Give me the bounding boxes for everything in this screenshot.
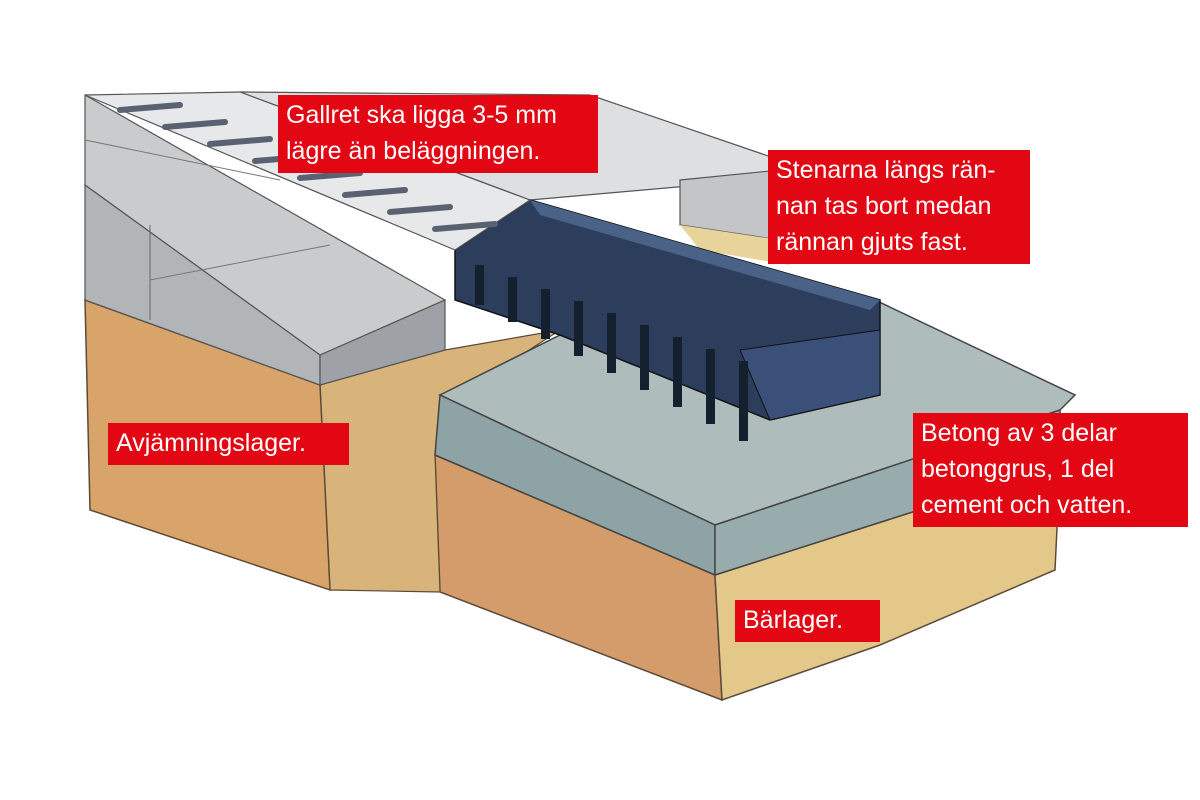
channel-inner-wall bbox=[530, 200, 880, 310]
channel-rib bbox=[541, 289, 550, 339]
paver-joint bbox=[149, 244, 331, 281]
channel-rib bbox=[706, 349, 715, 424]
channel-ribs bbox=[475, 265, 748, 441]
channel-rib bbox=[475, 265, 484, 305]
grating-slot bbox=[117, 102, 183, 113]
grating-slot bbox=[207, 136, 273, 147]
paver-joint bbox=[84, 139, 281, 181]
grating-slots bbox=[117, 102, 498, 232]
label-base-layer: Bärlager. bbox=[735, 600, 880, 642]
channel-rib bbox=[739, 361, 748, 441]
label-grating: Gallret ska ligga 3-5 mm lägre än belägg… bbox=[278, 95, 598, 173]
left-pavers-side bbox=[319, 299, 446, 386]
channel-rib bbox=[574, 301, 583, 356]
right-sand bbox=[680, 225, 790, 265]
label-leveling-layer: Avjämningslager. bbox=[108, 423, 349, 465]
drainage-channel bbox=[454, 199, 881, 441]
label-concrete: Betong av 3 delar betonggrus, 1 del ceme… bbox=[913, 413, 1188, 527]
label-stones: Stenarna längs rän- nan tas bort medan r… bbox=[768, 150, 1030, 264]
channel-flange bbox=[739, 329, 881, 421]
channel-rib bbox=[508, 277, 517, 322]
grating-slot bbox=[387, 204, 453, 215]
grating-slot bbox=[432, 221, 498, 232]
channel-rib bbox=[607, 313, 616, 373]
grating-slot bbox=[342, 187, 408, 198]
grating-slot bbox=[297, 170, 363, 181]
channel-rib bbox=[673, 337, 682, 407]
grating-slot bbox=[162, 119, 228, 130]
channel-rib bbox=[640, 325, 649, 390]
